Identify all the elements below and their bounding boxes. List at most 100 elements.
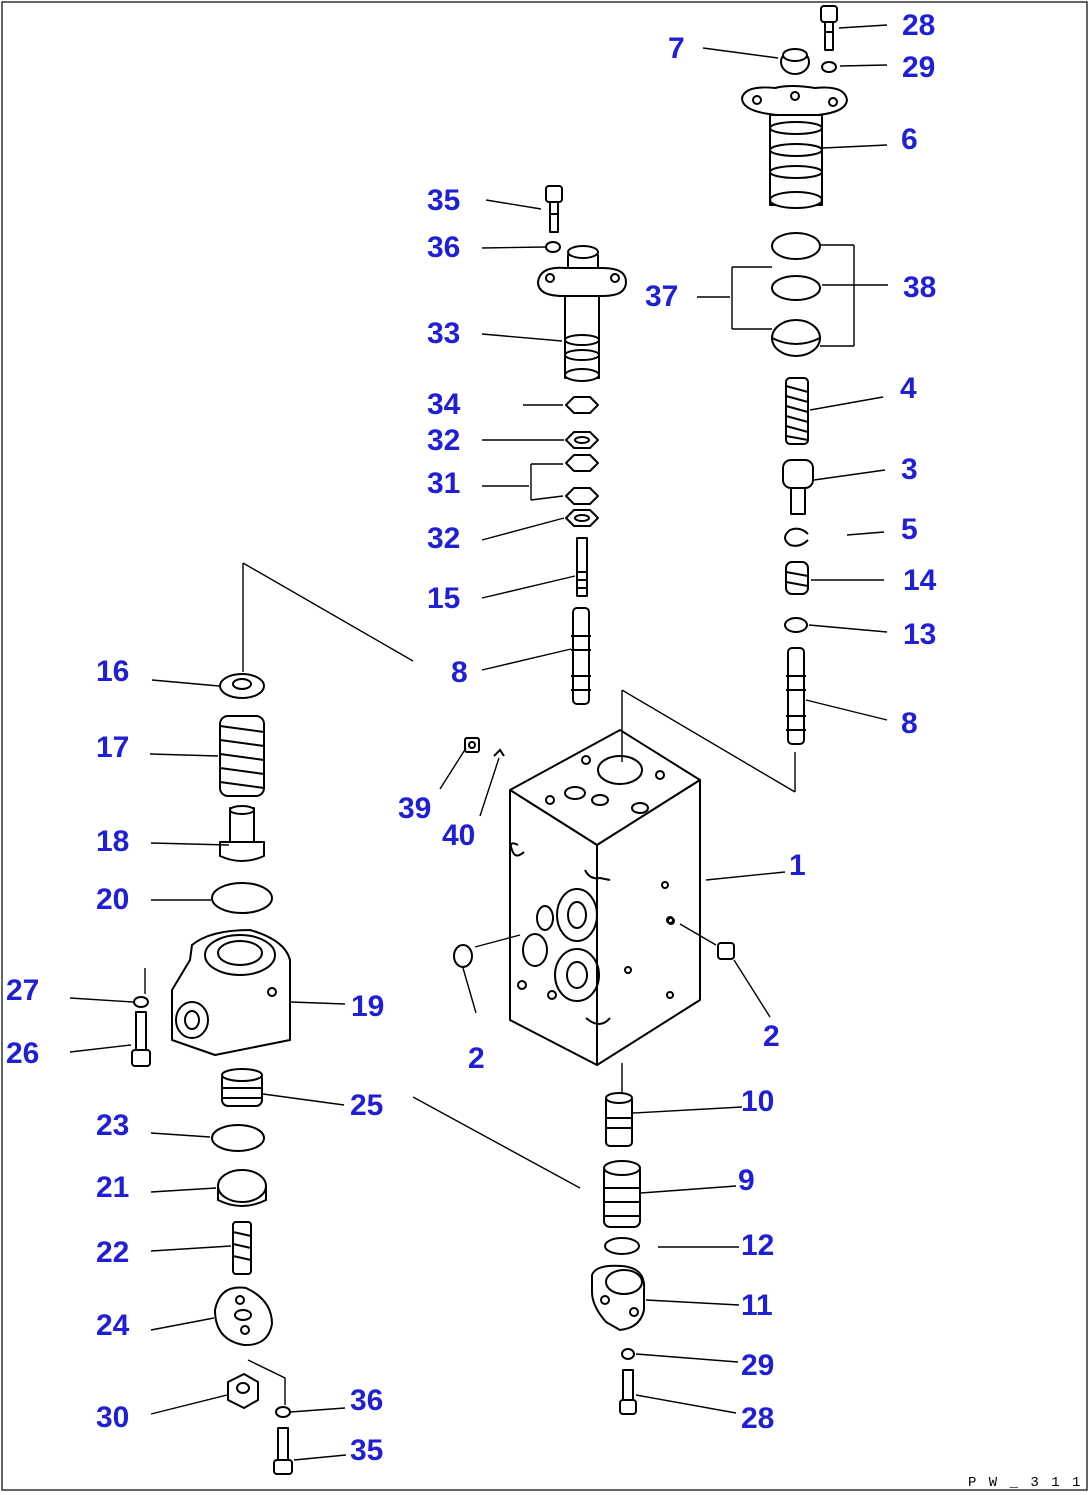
callout-24: 24 (96, 1309, 130, 1342)
callout-12: 12 (741, 1229, 774, 1262)
callout-32-a: 32 (427, 424, 460, 457)
callout-22: 22 (96, 1236, 129, 1269)
callout-36-bottom: 36 (350, 1384, 383, 1417)
parts-group (131, 5, 848, 1475)
callout-11: 11 (741, 1289, 773, 1322)
part-31-seal-lower (565, 487, 599, 505)
callout-19: 19 (351, 990, 384, 1023)
part-4-spring (785, 377, 809, 445)
part-18-plunger (219, 805, 265, 862)
callout-10: 10 (741, 1085, 774, 1118)
callout-8-middle: 8 (451, 656, 468, 689)
part-33-spool-cover (537, 245, 627, 382)
part-23-o-ring (211, 1124, 265, 1152)
callout-16: 16 (96, 655, 129, 688)
callout-18: 18 (96, 825, 129, 858)
leader-lines (69, 24, 888, 1461)
part-25-valve (221, 1068, 263, 1107)
part-8-spool-middle (571, 607, 591, 705)
part-32-washer-a (565, 431, 599, 449)
callout-31: 31 (427, 467, 460, 500)
callout-8-right: 8 (901, 707, 918, 740)
callout-25: 25 (350, 1089, 383, 1122)
part-14-spring (785, 561, 809, 595)
callout-9: 9 (738, 1164, 755, 1197)
callout-40: 40 (442, 819, 475, 852)
part-16-spring-seat (219, 673, 265, 699)
callout-35-top: 35 (427, 184, 460, 217)
callout-17: 17 (96, 731, 129, 764)
part-34-seal (565, 396, 599, 414)
part-24-flange (214, 1286, 273, 1347)
part-6-spool-housing (741, 85, 848, 209)
callout-7: 7 (668, 32, 685, 65)
part-21-plug (217, 1169, 267, 1207)
callout-29-top: 29 (902, 51, 935, 84)
callout-27: 27 (6, 974, 39, 1007)
callout-39: 39 (398, 792, 431, 825)
part-22-spring (232, 1221, 252, 1275)
part-7-cap (780, 48, 810, 75)
part-30-nut (227, 1373, 259, 1409)
callout-21: 21 (96, 1171, 129, 1204)
part-17-spring (219, 715, 265, 797)
part-28-bolt-top (820, 5, 838, 51)
part-11-cover (591, 1264, 646, 1331)
part-9-piston (603, 1160, 641, 1228)
callout-29-bottom: 29 (741, 1349, 774, 1382)
part-2-plug-left (453, 944, 473, 968)
callout-33: 33 (427, 317, 460, 350)
part-12-o-ring (604, 1237, 640, 1255)
part-31-seal-upper (565, 454, 599, 472)
part-39-plug (464, 737, 480, 753)
part-36-washer-bottom (275, 1406, 291, 1418)
part-8-spool-right (786, 647, 806, 745)
callout-38: 38 (903, 271, 936, 304)
part-37-38-rings (771, 232, 821, 357)
callout-37: 37 (645, 280, 678, 313)
callout-6: 6 (901, 123, 918, 156)
callout-23: 23 (96, 1109, 129, 1142)
part-2-plug-right (667, 917, 735, 960)
part-35-bolt-top (545, 185, 563, 233)
callout-36-top: 36 (427, 231, 460, 264)
callout-32-b: 32 (427, 522, 460, 555)
part-32-washer-b (565, 509, 599, 527)
callout-2-left: 2 (468, 1042, 485, 1075)
part-26-bolt (131, 1011, 151, 1067)
callout-3: 3 (901, 453, 918, 486)
callout-1: 1 (789, 849, 806, 882)
callout-14: 14 (903, 564, 937, 597)
part-10-plunger (605, 1092, 633, 1147)
callout-4: 4 (900, 372, 917, 405)
part-36-washer-top (545, 241, 561, 253)
callout-26: 26 (6, 1037, 39, 1070)
callout-30: 30 (96, 1401, 129, 1434)
callout-15: 15 (427, 582, 460, 615)
part-28-bolt-bottom (619, 1369, 637, 1415)
part-15-pin (576, 537, 588, 597)
part-29-washer-top (821, 61, 837, 73)
part-40-pin (493, 748, 505, 757)
callout-34: 34 (427, 388, 461, 421)
part-13-seat (784, 617, 808, 633)
part-1-valve-block (509, 729, 701, 1066)
part-5-clip (784, 527, 809, 547)
part-29-washer-bottom (621, 1348, 635, 1360)
callout-35-bottom: 35 (350, 1434, 383, 1467)
callout-2-right: 2 (763, 1020, 780, 1053)
part-3-poppet (782, 459, 814, 515)
part-19-housing (171, 929, 291, 1056)
callout-13: 13 (903, 618, 936, 651)
drawing-code: P W _ 3 1 1 7 (968, 1475, 1090, 1491)
part-35-bolt-bottom (273, 1427, 293, 1475)
callout-28-bottom: 28 (741, 1402, 774, 1435)
callout-20: 20 (96, 883, 129, 916)
callout-labels: 28 7 29 6 35 36 37 38 33 4 34 32 3 31 32… (6, 9, 937, 1467)
part-27-washer (133, 996, 149, 1008)
part-20-o-ring (211, 882, 273, 914)
callout-5: 5 (901, 513, 918, 546)
callout-28-top: 28 (902, 9, 935, 42)
